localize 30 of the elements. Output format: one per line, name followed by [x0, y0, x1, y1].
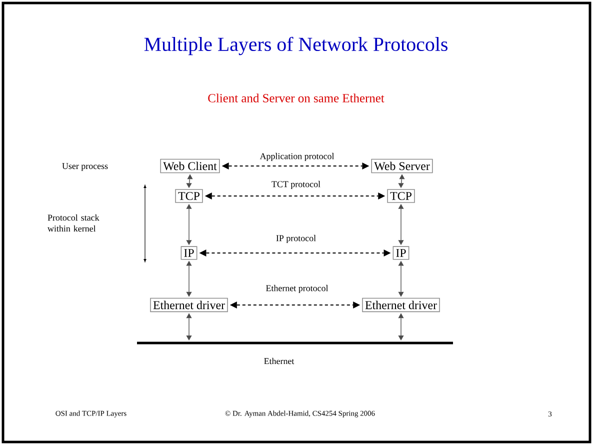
arrow [222, 162, 370, 170]
layer-label: Protocol stack within kernel [48, 214, 100, 232]
arrow [398, 260, 404, 297]
slide-title: Multiple Layers of Network Protocols [144, 36, 448, 56]
protocol-box: TCP [387, 189, 415, 203]
arrow [186, 174, 193, 188]
arrow [398, 313, 404, 341]
network-bar [137, 342, 453, 344]
arrow [186, 260, 192, 297]
protocol-box: TCP [175, 189, 203, 203]
arrow [199, 250, 391, 256]
edge-label: Application protocol [258, 152, 336, 162]
arrow [204, 192, 386, 200]
edge-label: Ethernet protocol [264, 284, 330, 294]
protocol-box: Ethernet driver [362, 298, 440, 312]
protocol-box: IP [180, 246, 198, 260]
protocol-box: Web Client [160, 158, 220, 174]
subtitle: Client and Server on same Ethernet [208, 94, 384, 102]
arrow [398, 204, 404, 246]
protocol-box: Ethernet driver [150, 298, 228, 312]
arrow [186, 204, 192, 246]
arrow [398, 174, 405, 188]
network-label: Ethernet [264, 358, 294, 364]
arrow [230, 302, 360, 308]
layer-label: User process [62, 163, 108, 171]
edge-label: IP protocol [274, 234, 318, 244]
arrow [186, 313, 192, 341]
protocol-box: IP [392, 246, 410, 260]
protocol-box: Web Server [371, 158, 433, 174]
edge-label: TCT protocol [270, 180, 322, 190]
